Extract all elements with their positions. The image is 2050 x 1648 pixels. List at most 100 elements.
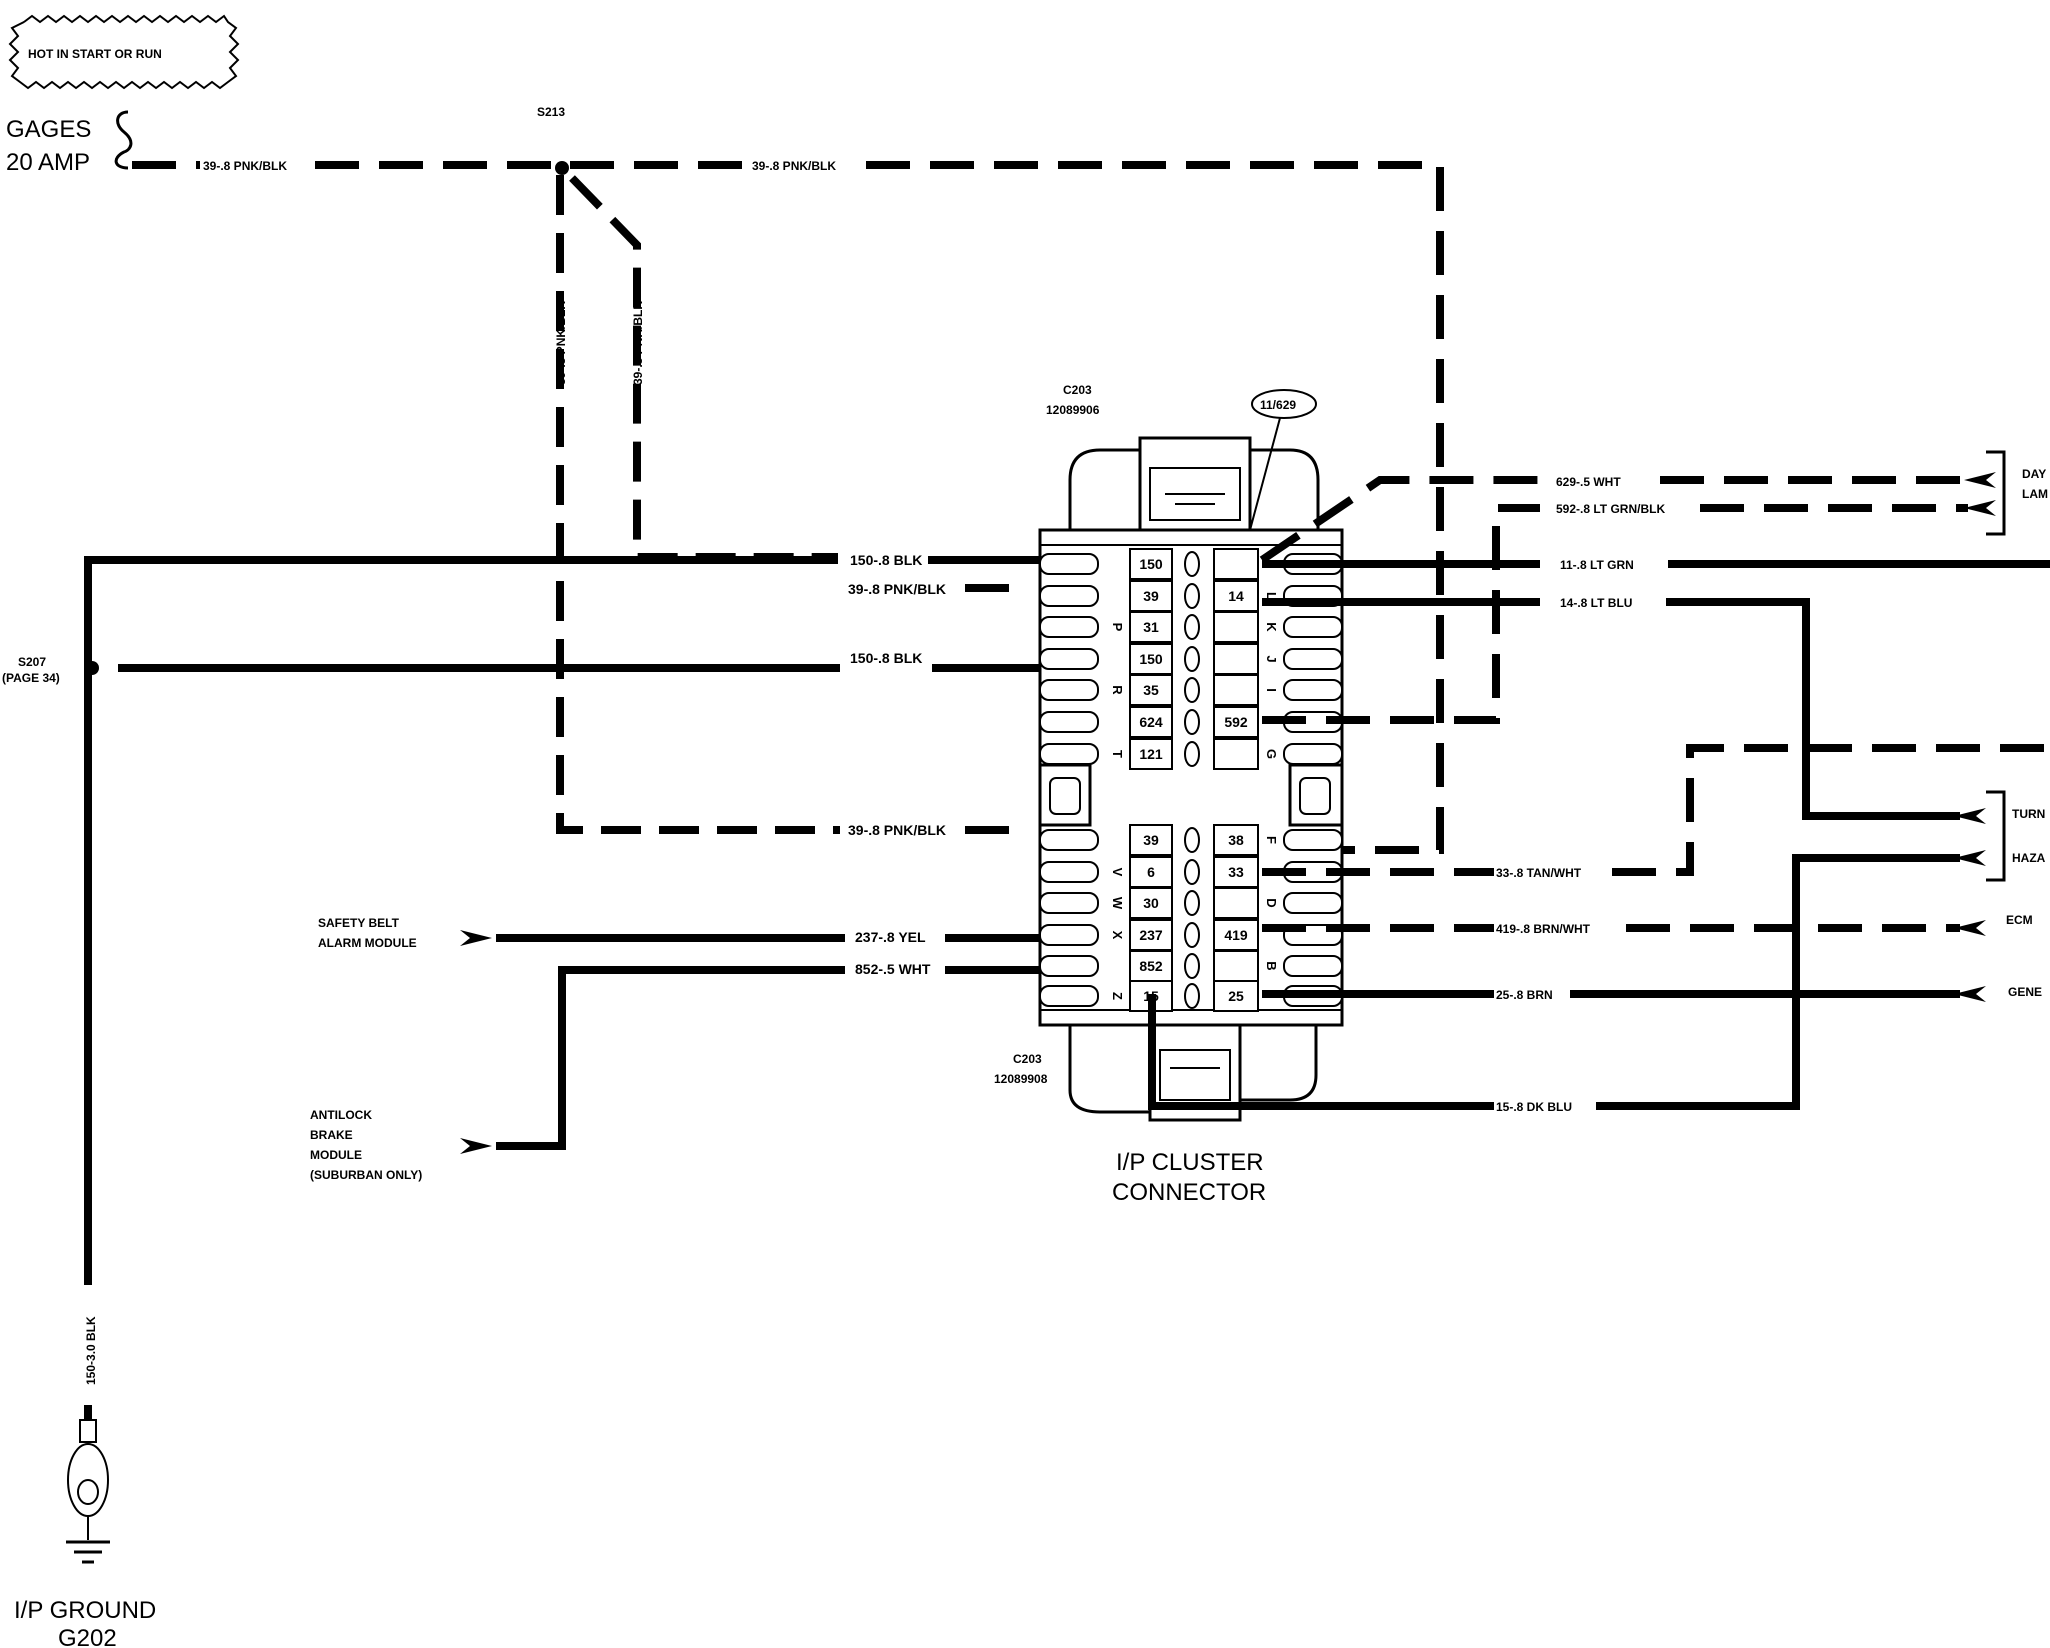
fin-left xyxy=(1039,648,1099,670)
center-oval xyxy=(1184,551,1200,577)
left-pin-cavity xyxy=(1129,611,1173,643)
left-pin-cavity xyxy=(1129,887,1173,919)
right-pin-letter: B xyxy=(1264,961,1279,970)
fuse-label-amp: 20 AMP xyxy=(6,149,90,176)
haza-label: HAZA xyxy=(2012,851,2046,865)
haza-arrow-icon xyxy=(1954,850,1986,866)
center-oval xyxy=(1184,953,1200,979)
left-pin-number: 30 xyxy=(1143,895,1159,911)
center-oval xyxy=(1184,859,1200,885)
abs-label-4: (SUBURBAN ONLY) xyxy=(310,1168,422,1182)
splice-s213-label: S213 xyxy=(537,105,565,119)
connector-top-part: 12089906 xyxy=(1046,403,1100,417)
wire-39-vertical-2 xyxy=(569,175,840,561)
left-pin-number: 35 xyxy=(1143,682,1159,698)
wire-label-top-right: 39-.8 PNK/BLK xyxy=(752,159,836,173)
ground-label-line1: I/P GROUND xyxy=(14,1597,156,1624)
gene-label: GENE xyxy=(2008,985,2042,999)
left-pin-letter: R xyxy=(1110,685,1125,695)
fuse-label-gages: GAGES xyxy=(6,116,91,143)
right-pin-letter: K xyxy=(1264,622,1279,632)
wire-label-25: 25-.8 BRN xyxy=(1496,988,1553,1002)
left-pin-cavity xyxy=(1129,824,1173,856)
ecm-arrow-icon xyxy=(1954,920,1986,936)
right-pin-cavity xyxy=(1213,950,1259,982)
left-pin-letter: P xyxy=(1110,623,1125,632)
day-label-2: LAM xyxy=(2022,487,2048,501)
left-pin-cavity xyxy=(1129,980,1173,1012)
fin-right xyxy=(1283,648,1343,670)
fin-left xyxy=(1039,892,1099,914)
gene-arrow-icon xyxy=(1954,986,1986,1002)
left-pin-cavity xyxy=(1129,706,1173,738)
right-pin-cavity xyxy=(1213,738,1259,770)
ecm-label: ECM xyxy=(2006,913,2033,927)
fin-left xyxy=(1039,616,1099,638)
center-oval xyxy=(1184,983,1200,1009)
abs-label-1: ANTILOCK xyxy=(310,1108,372,1122)
right-pin-letter: J xyxy=(1264,655,1279,662)
splice-s213-dot xyxy=(555,161,569,175)
wire-150-top xyxy=(84,556,1090,1420)
left-pin-number: 150 xyxy=(1139,651,1163,667)
splice-s207-dot xyxy=(85,661,99,675)
fuse-symbol xyxy=(114,110,133,170)
wire-label-vertical-2: 39-.8 PNK/BLK xyxy=(631,301,645,385)
right-pin-cavity xyxy=(1213,706,1259,738)
day-label-1: DAY xyxy=(2022,467,2046,481)
fin-left xyxy=(1039,861,1099,883)
safety-belt-arrow-icon xyxy=(460,930,492,946)
left-pin-cavity xyxy=(1129,643,1173,675)
right-pin-cavity xyxy=(1213,674,1259,706)
wire-label-14: 14-.8 LT BLU xyxy=(1560,596,1632,610)
left-pin-letter: T xyxy=(1110,750,1125,758)
connector-title-2: CONNECTOR xyxy=(1112,1179,1266,1206)
center-oval xyxy=(1184,677,1200,703)
left-pin-letter: V xyxy=(1110,868,1125,877)
left-pin-cavity xyxy=(1129,738,1173,770)
turn-haza-bracket xyxy=(1986,790,2006,882)
fin-left xyxy=(1039,743,1099,765)
center-oval xyxy=(1184,583,1200,609)
center-oval xyxy=(1184,922,1200,948)
left-pin-number: 31 xyxy=(1143,619,1159,635)
wire-852 xyxy=(496,966,1090,1150)
fin-right xyxy=(1283,829,1343,851)
right-pin-cavity xyxy=(1213,643,1259,675)
fin-right xyxy=(1283,679,1343,701)
wire-label-237: 237-.8 YEL xyxy=(855,929,926,945)
center-oval xyxy=(1184,827,1200,853)
fin-right xyxy=(1283,743,1343,765)
right-pin-cavity xyxy=(1213,980,1259,1012)
day-arrow-1-icon xyxy=(1964,472,1996,488)
wire-label-15: 15-.8 DK BLU xyxy=(1496,1100,1572,1114)
fin-left xyxy=(1039,585,1099,607)
wire-label-592: 592-.8 LT GRN/BLK xyxy=(1556,502,1665,516)
wire-label-150-top-overlay: 150-.8 BLK xyxy=(850,552,922,568)
left-pin-cavity xyxy=(1129,548,1173,580)
wire-label-419: 419-.8 BRN/WHT xyxy=(1496,922,1591,936)
wire-39-vertical-1 xyxy=(556,175,840,834)
fin-left xyxy=(1039,553,1099,575)
connector-top-id: C203 xyxy=(1063,383,1092,397)
fin-right xyxy=(1283,892,1343,914)
day-bracket xyxy=(1986,450,2006,536)
right-pin-cavity xyxy=(1213,824,1259,856)
wire-629 xyxy=(1259,476,1540,564)
right-pin-cavity xyxy=(1213,580,1259,612)
wire-label-33: 33-.8 TAN/WHT xyxy=(1496,866,1582,880)
left-pin-number: 39 xyxy=(1143,588,1159,604)
center-oval xyxy=(1184,646,1200,672)
safety-belt-label-2: ALARM MODULE xyxy=(318,936,417,950)
right-pin-number: 14 xyxy=(1228,588,1244,604)
left-pin-number: 6 xyxy=(1147,864,1155,880)
left-pin-number: 150 xyxy=(1139,556,1163,572)
splice-s207-label: S207 xyxy=(18,655,46,669)
callout-bubble xyxy=(1251,389,1317,419)
left-pin-letter: X xyxy=(1110,931,1125,940)
right-pin-number: 25 xyxy=(1228,988,1244,1004)
left-pin-number: 39 xyxy=(1143,832,1159,848)
wire-15 xyxy=(1148,994,1494,1110)
wire-label-629: 629-.5 WHT xyxy=(1556,475,1621,489)
